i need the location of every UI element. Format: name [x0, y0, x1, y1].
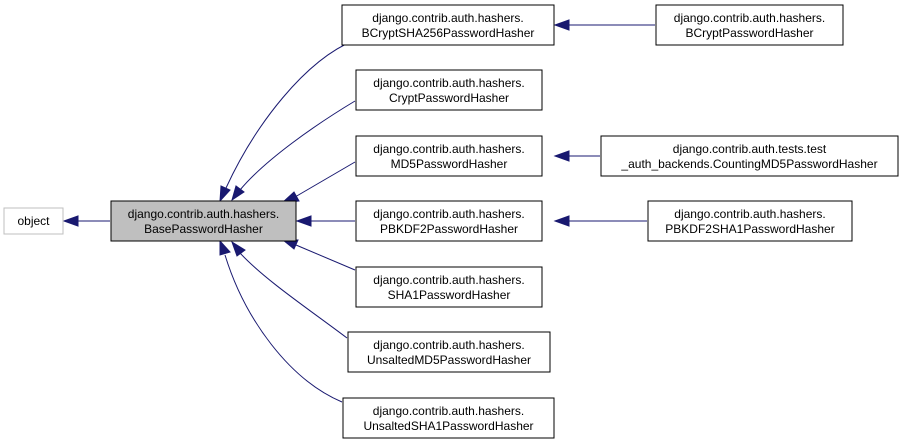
edge-sha1-to-base — [281, 239, 356, 271]
edge-base-to-object — [62, 215, 110, 227]
node-md5-line1: django.contrib.auth.hashers. — [373, 142, 524, 156]
edge-unsalted-sha1-to-base — [219, 239, 343, 403]
node-bcrypt-line1: django.contrib.auth.hashers. — [674, 11, 825, 25]
edge-bcrypt-to-bcrypt256 — [553, 19, 655, 31]
node-bcrypt256-line1: django.contrib.auth.hashers. — [372, 11, 523, 25]
node-pbkdf2-sha1[interactable]: django.contrib.auth.hashers. PBKDF2SHA1P… — [647, 200, 853, 242]
node-unsalted-sha1[interactable]: django.contrib.auth.hashers. UnsaltedSHA… — [342, 397, 555, 439]
node-bcrypt[interactable]: django.contrib.auth.hashers. BCryptPassw… — [655, 4, 844, 46]
node-pbkdf2-line1: django.contrib.auth.hashers. — [373, 207, 524, 221]
node-unsalted-md5-line1: django.contrib.auth.hashers. — [373, 338, 524, 352]
node-pbkdf2-line2: PBKDF2PasswordHasher — [380, 222, 518, 236]
node-base-password-hasher[interactable]: django.contrib.auth.hashers. BasePasswor… — [110, 200, 297, 242]
node-md5[interactable]: django.contrib.auth.hashers. MD5Password… — [355, 135, 543, 177]
node-unsalted-sha1-line2: UnsaltedSHA1PasswordHasher — [363, 419, 533, 433]
node-counting-md5[interactable]: django.contrib.auth.tests.test _auth_bac… — [600, 135, 899, 177]
node-pbkdf2[interactable]: django.contrib.auth.hashers. PBKDF2Passw… — [355, 200, 543, 242]
node-crypt-line2: CryptPasswordHasher — [389, 91, 509, 105]
node-pbkdf2sha1-line1: django.contrib.auth.hashers. — [674, 207, 825, 221]
node-base-line2: BasePasswordHasher — [144, 222, 263, 236]
edge-unsalted-md5-to-base — [231, 240, 348, 339]
edge-crypt-to-base — [231, 100, 356, 202]
node-counting-md5-line1: django.contrib.auth.tests.test — [673, 142, 827, 156]
node-md5-line2: MD5PasswordHasher — [391, 157, 508, 171]
node-unsalted-md5-line2: UnsaltedMD5PasswordHasher — [367, 353, 531, 367]
edge-pbkdf2-to-base — [295, 215, 355, 227]
node-bcrypt-sha256[interactable]: django.contrib.auth.hashers. BCryptSHA25… — [341, 4, 555, 46]
edge-bcrypt256-to-base — [219, 39, 356, 203]
node-crypt-line1: django.contrib.auth.hashers. — [373, 76, 524, 90]
node-crypt[interactable]: django.contrib.auth.hashers. CryptPasswo… — [355, 69, 543, 111]
node-bcrypt-line2: BCryptPasswordHasher — [685, 26, 813, 40]
node-object[interactable]: object — [3, 207, 64, 235]
node-base-line1: django.contrib.auth.hashers. — [128, 207, 279, 221]
edge-pbkdf2sha1-to-pbkdf2 — [553, 215, 647, 227]
node-counting-md5-line2: _auth_backends.CountingMD5PasswordHasher — [620, 157, 877, 171]
node-pbkdf2sha1-line2: PBKDF2SHA1PasswordHasher — [665, 222, 834, 236]
node-unsalted-sha1-line1: django.contrib.auth.hashers. — [373, 404, 524, 418]
node-bcrypt256-line2: BCryptSHA256PasswordHasher — [362, 26, 535, 40]
node-object-label: object — [17, 214, 50, 228]
node-sha1-line2: SHA1PasswordHasher — [388, 288, 511, 302]
node-sha1-line1: django.contrib.auth.hashers. — [373, 273, 524, 287]
node-sha1[interactable]: django.contrib.auth.hashers. SHA1Passwor… — [355, 266, 543, 308]
node-unsalted-md5[interactable]: django.contrib.auth.hashers. UnsaltedMD5… — [347, 331, 551, 373]
edge-counting-md5-to-md5 — [553, 150, 600, 162]
edge-md5-to-base — [280, 161, 356, 204]
